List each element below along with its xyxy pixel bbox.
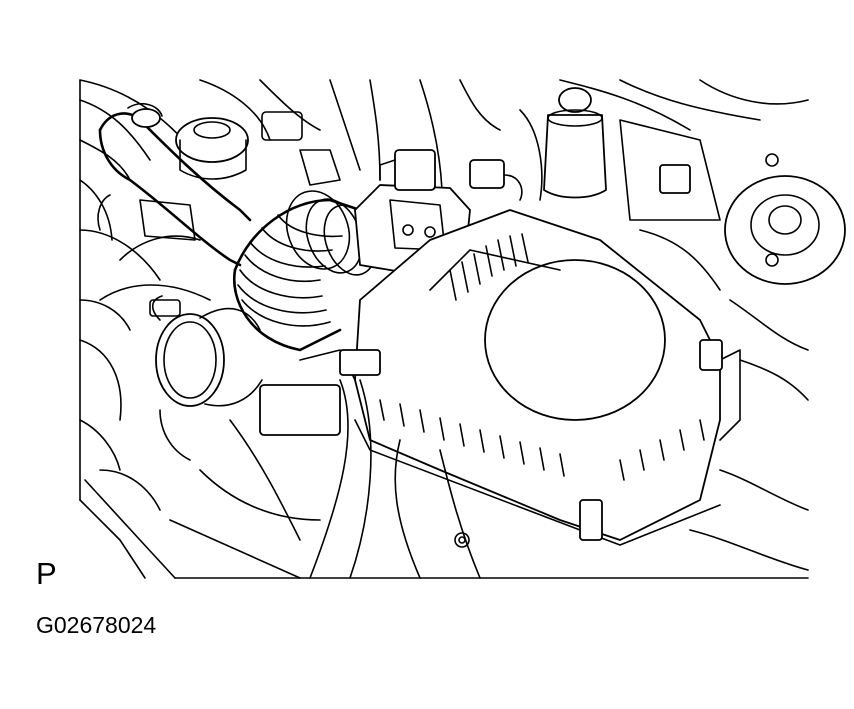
radiator-hose bbox=[98, 103, 252, 267]
right-side-components bbox=[519, 79, 846, 571]
figure-id: G02678024 bbox=[36, 612, 157, 638]
engine-bay-background bbox=[79, 79, 501, 579]
wire-harness bbox=[169, 349, 481, 579]
figure-marker: P bbox=[36, 556, 57, 591]
lower-intake-elbow bbox=[149, 295, 263, 461]
air-cleaner-case bbox=[354, 209, 741, 548]
